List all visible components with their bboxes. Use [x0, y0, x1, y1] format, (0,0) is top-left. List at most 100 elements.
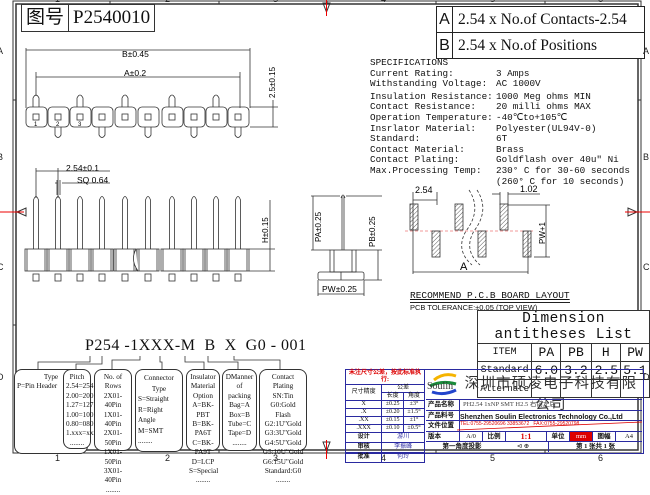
spec-label [370, 177, 496, 188]
signoff-name: 李振峰 [381, 442, 425, 453]
spec-row: Max.Processing Temp:230° C for 30-60 sec… [370, 164, 630, 177]
tolerance-length: ±0.15 [381, 416, 405, 425]
grid-row-label: D [643, 372, 650, 382]
legend-line: Box=B [229, 410, 250, 419]
spec-label: Operation Temperature: [370, 111, 493, 123]
pcb-caption-title: RECOMMEND P.C.B BOARD LAYOUT [410, 290, 570, 301]
legend-line: G6:15U"Gold [262, 457, 304, 466]
legend-line: R=Right Angle [138, 405, 163, 425]
legend-title: Insulator Material Option [190, 373, 216, 400]
value-cell [590, 379, 622, 398]
sheet-label: 图幅 [593, 431, 616, 441]
legend-line: 1.27=127 [66, 401, 94, 410]
grid-column-label: 1 [55, 453, 61, 463]
legend-line: D=LCP [191, 457, 215, 466]
company-fax: FAX:0755-29520798 [533, 421, 580, 427]
file-location-label: 文件位置 [426, 421, 460, 431]
spec-row: Standard: 6T [370, 134, 630, 145]
front-view-pin [136, 196, 160, 282]
legend-line: ........ [275, 476, 291, 485]
grid-row-label: D [0, 372, 4, 382]
part-number-leaders [37, 356, 281, 370]
dimension-list-header: ITEM PA PB H PW [476, 343, 650, 362]
version-label: 版本 [426, 431, 460, 441]
company-logo: Soulin [426, 372, 460, 398]
pin-number: 3 [78, 122, 82, 128]
grid-column-label: 6 [598, 0, 603, 4]
header-cell: ITEM [476, 343, 533, 362]
legend-line: G0:Gold Flash [270, 401, 296, 419]
tolerance-angle: ±0.5° [403, 424, 425, 433]
pcb-pad [409, 203, 419, 231]
page-info: 第 1 张共 1 张 [576, 443, 615, 450]
logo-text: Soulin [427, 381, 454, 392]
legend-line: Bag=A [229, 401, 250, 410]
top-view-drawing [25, 48, 278, 138]
centering-marks [0, 0, 650, 459]
front-view-pin [24, 196, 48, 282]
product-name: PH2.54 1xNP SMT H2.5 右前左后 [463, 401, 556, 408]
pcb-pad [522, 230, 532, 258]
legend-title: Contact Plating [271, 373, 295, 391]
tolerance-row: .X±0.20±1.5° [344, 408, 425, 417]
company-info: 深圳市硕凌电子科技有限公司 Shenzhen Soulin Electronic… [460, 372, 642, 427]
b-dimension-label: B±0.45 [122, 49, 149, 59]
front-view-pin [182, 196, 206, 282]
legend-line: 3X01-40Pin [103, 467, 123, 485]
signoff-row: 设计游川 [344, 432, 425, 443]
top-view-pin [137, 106, 160, 138]
grid-column-label: 1 [55, 0, 60, 4]
legend-line: 1.xxx=xxx [66, 429, 98, 438]
legend-line: ........ [138, 437, 153, 445]
tolerance-angle: ±3° [403, 400, 425, 409]
tolerance-angle: ±1.5° [403, 408, 425, 417]
tolerance-row: .XXX±0.10±0.5° [344, 424, 425, 433]
legend-line: P=Pin Header [17, 382, 58, 391]
signoff-role: 设计 [344, 432, 383, 443]
formula-row-a: A 2.54 x No.of Contacts-2.54 [437, 7, 644, 33]
spec-label: Insulation Resistance: [370, 90, 493, 102]
dimension-list-table: Dimension antitheses List ITEM PA PB H P… [476, 310, 650, 398]
front-view-pin [90, 196, 114, 282]
a-dimension-label: A±0.2 [124, 68, 146, 78]
spec-value: -40℃to+105℃ [496, 111, 568, 123]
legend-line: B=BK-PA6T [192, 420, 214, 438]
pb-dimension-label: PB±0.25 [368, 216, 377, 247]
grid-column-label: 6 [598, 453, 604, 463]
tolerance-length: ±0.10 [381, 424, 405, 433]
front-view-pin [113, 196, 137, 282]
legend-line: 0.80=080 [66, 420, 94, 429]
tolerance-key: .XX [344, 416, 383, 425]
row-label: Alternate [476, 379, 533, 398]
pcb-caption: RECOMMEND P.C.B BOARD LAYOUT PCB TOLERAN… [410, 290, 570, 312]
spec-row: Contact Plating:Goldflash over 40u" Ni [370, 155, 630, 166]
spec-value: 6T [496, 133, 508, 145]
grid-column-label: 5 [490, 0, 495, 4]
spec-value: Goldflash over 40u" Ni [496, 154, 619, 166]
grid-column-label: 4 [381, 453, 387, 463]
spec-label: Contact Material: [370, 143, 465, 155]
tolerance-col: 角度 [403, 392, 425, 401]
formula-row-b: B 2.54 x No.of Positions [437, 33, 644, 58]
top-view-pin [69, 94, 92, 128]
spec-row: Insulation Resistance:1000 Meg ohms MIN [370, 90, 630, 103]
spec-row: Withstanding Voltage:AC 1000V [370, 79, 630, 90]
legend-line: 1X01-40Pin [103, 410, 123, 429]
pcb-pitch-label: 2.54 [415, 185, 433, 195]
pcb-layout-drawing [405, 189, 550, 274]
pw-dimension-label: PW±0.25 [322, 284, 357, 294]
grid-row-label: C [0, 262, 4, 272]
spec-label: Standard: [370, 133, 421, 145]
drawing-number-label: 图号 [22, 5, 70, 31]
legend-line: M=SMT [138, 426, 164, 435]
pcb-pad [431, 230, 441, 258]
spec-label: Max.Processing Temp: [370, 164, 482, 176]
signoff-role: 批准 [344, 452, 383, 463]
